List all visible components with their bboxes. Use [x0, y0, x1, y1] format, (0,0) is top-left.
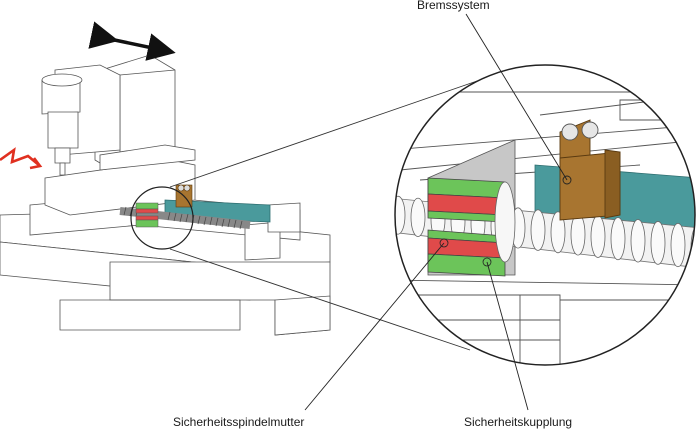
brake-large: [559, 119, 621, 221]
lightning-bolt-icon: [0, 147, 43, 170]
screw-thread: [630, 219, 646, 263]
label-brake-system: Bremssystem: [417, 0, 490, 12]
screw-thread: [650, 221, 666, 265]
screw-thread: [410, 197, 426, 237]
screw-thread: [395, 195, 406, 235]
label-safety-spindle-nut: Sicherheitsspindelmutter: [173, 415, 305, 429]
leader-lines: [304, 13, 568, 411]
spindle-nut-small: [135, 202, 159, 228]
double-arrow-icon: [88, 21, 176, 61]
label-safety-coupling: Sicherheitskupplung: [464, 415, 573, 429]
screw-thread: [610, 217, 626, 261]
screw-thread-group: [395, 195, 695, 270]
ball-screw-small: [119, 206, 251, 230]
machine-overview: [0, 54, 331, 336]
magnifier-small-circle: [130, 186, 194, 250]
screw-thread: [670, 222, 686, 268]
spindle-nut-large: [427, 177, 516, 277]
screw-thread: [550, 211, 566, 254]
screw-thread: [570, 213, 586, 256]
magnified-view: [395, 65, 695, 365]
magnifier-connectors: [169, 79, 481, 351]
screw-thread: [590, 215, 606, 258]
screw-thread: [530, 209, 546, 251]
magnifier-large-circle: [394, 64, 696, 366]
